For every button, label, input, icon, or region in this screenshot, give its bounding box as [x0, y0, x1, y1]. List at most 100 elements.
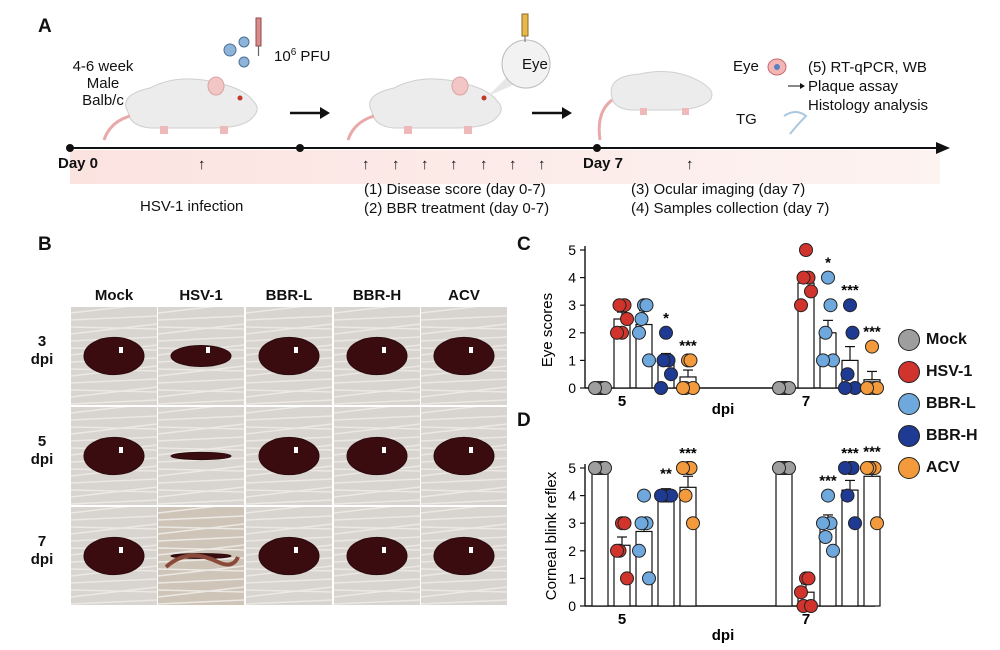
data-point [588, 381, 602, 395]
data-point [801, 571, 816, 586]
eye-tissue-icon [767, 58, 787, 76]
panel-label-c: C [517, 234, 531, 255]
y-axis-label: Eye scores [539, 293, 556, 367]
significance-marker: ** [660, 466, 672, 483]
x-axis-label: dpi [712, 401, 735, 418]
data-point [840, 488, 855, 503]
step-ocular-imaging: (3) Ocular imaging (day 7) [631, 181, 806, 198]
data-point [639, 298, 654, 313]
data-point [612, 298, 627, 313]
data-point [838, 461, 852, 475]
data-point [821, 270, 835, 285]
treatment-arrow: ↑ [480, 156, 488, 173]
bar [635, 530, 653, 607]
data-point [794, 585, 808, 600]
data-point [632, 543, 646, 558]
y-tick-label: 3 [568, 297, 576, 313]
data-point [772, 461, 786, 475]
legend-marker [898, 393, 920, 415]
data-point [637, 488, 651, 503]
treatment-arrow: ↑ [392, 156, 400, 173]
data-point [654, 488, 668, 503]
steps-right: (3) Ocular imaging (day 7) (4) Samples c… [631, 180, 829, 218]
dose-exponent: 6 [290, 47, 297, 58]
row-unit-3: dpi [30, 351, 54, 368]
y-axis-label: Corneal blink reflex [543, 471, 560, 600]
data-point [816, 516, 830, 531]
mouse-info-age: 4-6 week [72, 58, 134, 75]
data-point [654, 381, 668, 395]
panel-label-a: A [38, 16, 52, 37]
legend-label: Mock [926, 331, 967, 348]
y-tick-label: 2 [568, 543, 576, 559]
significance-marker: *** [679, 445, 697, 462]
data-point [664, 367, 678, 382]
data-point [678, 488, 693, 503]
data-point [865, 339, 879, 354]
dose-unit: PFU [296, 48, 331, 65]
virus-icon [223, 36, 250, 68]
panel-label-d: D [517, 410, 531, 431]
legend-item-bbrh: BBR-H [898, 423, 978, 449]
eye-photo [70, 406, 158, 506]
eye-photo [420, 506, 508, 606]
eye-bubble [488, 39, 551, 96]
data-point [794, 298, 808, 313]
data-point [676, 461, 690, 475]
mouse-info-sex: Male [86, 75, 120, 92]
arrow-right-icon [532, 107, 572, 119]
arrow-small-icon [788, 83, 805, 89]
data-point [860, 381, 874, 395]
y-tick-label: 3 [568, 515, 576, 531]
legend-label: BBR-L [926, 395, 976, 412]
eye-photo [70, 306, 158, 406]
eye-photo [157, 406, 245, 506]
significance-marker: *** [841, 445, 859, 462]
mouse-info: 4-6 week Male Balb/c [58, 58, 148, 109]
mouse-icon-treated [346, 76, 502, 141]
infection-arrow: ↑ [198, 156, 206, 173]
eye-bubble-label: Eye [522, 56, 548, 73]
corneal-blink-reflex-chart: Corneal blink reflex dpi 5 7 012345*****… [543, 444, 884, 644]
tissue-tg-label: TG [736, 111, 757, 128]
treatment-arrow: ↑ [509, 156, 517, 173]
imaging-arrow: ↑ [686, 156, 694, 173]
bar [657, 494, 675, 607]
significance-marker: * [663, 310, 669, 327]
data-point [843, 298, 857, 313]
legend-marker [898, 457, 920, 479]
eye-photo [157, 506, 245, 606]
eye-photo [333, 406, 421, 506]
data-point [821, 488, 835, 503]
x-axis-label: dpi [712, 627, 735, 644]
y-tick-label: 5 [568, 460, 576, 476]
step-samples-collection: (4) Samples collection (day 7) [631, 200, 830, 217]
data-point [642, 571, 656, 586]
mouse-icon-sacrificed [597, 71, 713, 141]
data-point [634, 516, 649, 531]
timeline-band [70, 150, 940, 184]
x-tick-label: 5 [618, 393, 626, 410]
data-point [686, 516, 700, 531]
panel-label-b: B [38, 234, 52, 255]
significance-marker: *** [819, 473, 837, 490]
significance-marker: *** [863, 324, 881, 341]
x-tick-label: 5 [618, 611, 626, 628]
eye-photo [245, 406, 333, 506]
legend-label: HSV-1 [926, 363, 973, 380]
data-point [676, 381, 690, 395]
analysis-histology: Histology analysis [808, 97, 929, 114]
data-point [610, 543, 624, 558]
column-label-bbrh: BBR-H [352, 287, 402, 304]
data-point [656, 353, 671, 368]
legend-label: BBR-H [926, 427, 978, 444]
data-point [848, 516, 862, 531]
data-point [588, 461, 602, 475]
row-day-3: 3 [37, 333, 47, 350]
column-label-acv: ACV [448, 287, 480, 304]
data-point [610, 325, 624, 340]
mouse-icon-healthy [102, 76, 258, 141]
column-label-hsv1: HSV-1 [179, 287, 223, 304]
legend-item-bbrl: BBR-L [898, 391, 976, 417]
